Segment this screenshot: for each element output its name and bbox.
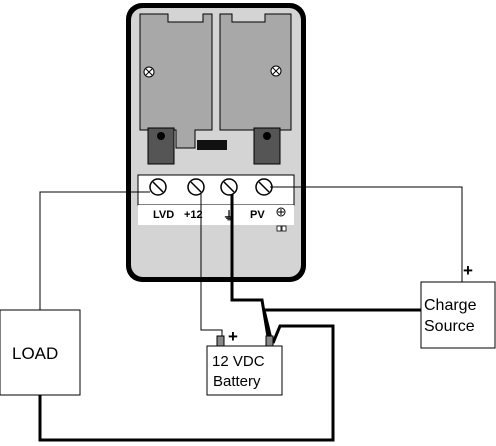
mounting-screw-icon: [270, 65, 282, 77]
load-box: [0, 309, 81, 396]
led-indicator: [281, 225, 287, 232]
battery-label-line2: Battery: [213, 373, 261, 390]
battery-label-line1: 12 VDC: [212, 353, 265, 370]
screw-terminal-icon: [149, 178, 167, 196]
battery: 12 VDC Battery +: [206, 327, 283, 396]
load-label: LOAD: [12, 344, 58, 363]
wires: [38, 186, 463, 442]
wire-pv-to-charge-source: [270, 186, 463, 282]
wire-charge-source-to-battery: [262, 308, 421, 344]
heatsink-left: [139, 13, 213, 149]
screw-terminal-icon: [187, 178, 205, 196]
mounting-screw-icon: [143, 66, 155, 78]
battery-terminal-negative: [265, 335, 274, 348]
terminal-label-lvd: LVD: [153, 209, 174, 221]
status-indicator: [197, 140, 227, 150]
battery-box: [206, 345, 283, 396]
load: LOAD: [0, 309, 81, 396]
charge-controller: LVD +12 ⏚ PV: [126, 3, 306, 282]
battery-polarity-plus: +: [228, 327, 238, 346]
charge-source-box: [420, 281, 496, 349]
charge-source-label-line2: Source: [424, 318, 475, 335]
transistor-left: [147, 127, 175, 165]
wire-load-return-to-battery: [38, 324, 335, 442]
charge-source-polarity-plus: +: [463, 261, 473, 280]
battery-terminal-positive: [216, 335, 225, 348]
charge-source: Charge Source +: [420, 261, 496, 349]
charge-source-label-line1: Charge: [424, 297, 477, 314]
transistor-right: [253, 127, 281, 165]
terminal-label-plus12: +12: [184, 209, 203, 221]
terminal-label-strip: [138, 205, 294, 225]
wire-lvd-to-load: [39, 191, 150, 310]
terminal-label-pv: PV: [250, 209, 265, 221]
mounting-screw-icon: [276, 207, 286, 217]
screw-terminal-icon: [220, 178, 238, 196]
led-indicator: [276, 225, 282, 232]
screw-terminal-icon: [255, 178, 273, 196]
